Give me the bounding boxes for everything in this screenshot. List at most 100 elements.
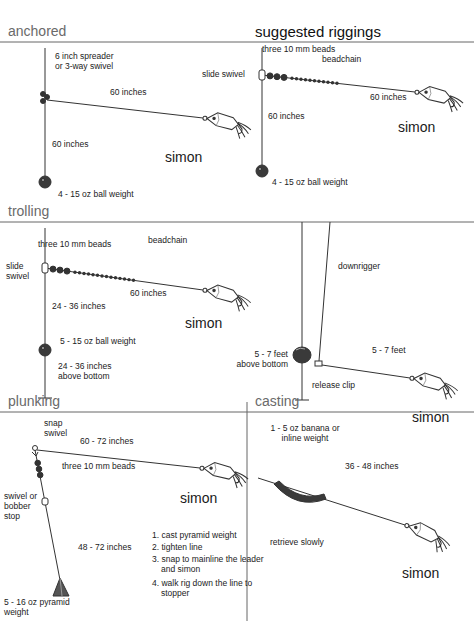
plunking-rig — [53, 578, 69, 596]
dimension-label: release clip — [312, 381, 355, 391]
dimension-label: 5 - 7 feet above bottom — [232, 350, 288, 370]
section-heading: plunking — [8, 394, 60, 408]
dimension-label: 5 - 7 feet — [372, 346, 406, 356]
trolling-slide-rig — [45, 268, 203, 290]
trolling-slide-rig — [57, 267, 63, 273]
anchored-spreader-rig — [45, 95, 50, 100]
downrigger-rig — [302, 222, 303, 347]
trolling-slide-rig — [38, 228, 252, 398]
dimension-label: 36 - 48 inches — [345, 462, 398, 472]
page-title: suggested riggings — [255, 24, 381, 39]
dimension-label: 60 inches — [268, 112, 304, 122]
plunking-rig — [37, 472, 43, 478]
plunking-rig — [32, 446, 249, 597]
trolling-slide-rig — [39, 344, 51, 356]
instruction-step: 2. tighten line — [152, 543, 203, 553]
plunking-rig — [198, 461, 249, 489]
instruction-step: 1. cast pyramid weight — [152, 531, 237, 541]
dimension-label: three 10 mm beads — [38, 240, 111, 250]
beadchain — [132, 279, 135, 282]
section-heading: anchored — [8, 24, 66, 38]
beadchain — [105, 275, 108, 278]
beadchain — [295, 77, 298, 80]
plunking-rig — [35, 460, 41, 466]
trolling-slide-rig — [201, 283, 253, 313]
beadchain — [290, 77, 338, 85]
anchored-slide-rig — [262, 75, 415, 92]
plunking-rig — [32, 452, 38, 456]
beadchain — [322, 80, 325, 83]
anchored-spreader-rig — [45, 48, 46, 176]
beadchain — [299, 78, 302, 81]
plunking-rig — [36, 466, 42, 472]
section-heading: casting — [255, 394, 299, 408]
downrigger-rig — [293, 222, 459, 401]
beadchain — [290, 77, 293, 80]
section-rule — [0, 42, 474, 43]
dimension-label: beadchain — [148, 236, 187, 246]
downrigger-rig — [322, 365, 410, 378]
anchored-slide-rig — [413, 85, 464, 113]
dimension-label: slide swivel — [6, 262, 36, 282]
beadchain — [96, 274, 99, 277]
lure-name: simon — [180, 491, 217, 505]
beadchain — [87, 272, 90, 275]
downrigger-rig — [302, 363, 303, 400]
dimension-label: snap swivel — [44, 419, 74, 439]
dimension-label: slide swivel — [202, 70, 245, 80]
trolling-slide-rig — [42, 263, 48, 273]
dimension-label: three 10 mm beads — [262, 45, 335, 55]
instruction-step: 3. snap to mainline the leader and simon — [152, 555, 265, 575]
beadchain — [326, 81, 329, 84]
anchored-spreader-rig — [39, 176, 51, 188]
lure-name: simon — [165, 150, 202, 164]
trolling-slide-rig — [50, 266, 56, 272]
casting-rig — [274, 481, 326, 502]
beadchain — [114, 276, 117, 279]
anchored-spreader-rig — [47, 100, 203, 118]
beadchain — [109, 275, 112, 278]
dimension-label: downrigger — [338, 262, 380, 272]
dimension-label: 5 - 15 oz ball weight — [60, 337, 136, 347]
dimension-label: 4 - 15 oz ball weight — [58, 190, 134, 200]
beadchain — [317, 80, 320, 83]
plunking-rig — [33, 446, 38, 451]
instruction-step: 4. walk rig down the line to stopper — [152, 579, 265, 599]
section-rule — [0, 42, 474, 621]
beadchain — [91, 273, 94, 276]
anchored-slide-rig — [256, 165, 268, 177]
plunking-rig — [42, 498, 48, 505]
casting-rig — [258, 478, 454, 555]
dimension-label: 60 inches — [110, 88, 146, 98]
dimension-label: 60 inches — [52, 140, 88, 150]
downrigger-rig — [293, 347, 311, 363]
beadchain — [82, 272, 85, 275]
beadchain — [335, 82, 338, 85]
dimension-label: 60 - 72 inches — [80, 437, 133, 447]
anchored-slide-rig — [267, 73, 273, 79]
anchored-slide-rig — [259, 70, 265, 80]
beadchain — [123, 277, 126, 280]
casting-rig — [400, 518, 454, 555]
lure-name: simon — [398, 120, 435, 134]
dimension-label: 24 - 36 inches — [52, 302, 105, 312]
beadchain — [304, 78, 307, 81]
plunking-rig — [35, 450, 60, 580]
dimension-label: 48 - 72 inches — [78, 543, 131, 553]
downrigger-rig — [296, 348, 305, 350]
lure-name: simon — [412, 410, 449, 424]
dimension-label: 60 inches — [370, 93, 406, 103]
anchored-spreader-rig — [39, 48, 252, 188]
beadchain — [313, 79, 316, 82]
anchored-spreader-rig — [201, 111, 252, 140]
dimension-label: 6 inch spreader or 3-way swivel — [55, 52, 123, 72]
section-rule — [247, 402, 248, 621]
casting-rig — [258, 478, 405, 525]
anchored-slide-rig — [274, 74, 280, 80]
beadchain — [73, 271, 135, 282]
dimension-label: 5 - 16 oz pyramid weight — [4, 598, 70, 618]
lure-name: simon — [185, 316, 222, 330]
anchored-slide-rig — [281, 74, 287, 80]
lure-name: simon — [402, 566, 439, 580]
beadchain — [100, 274, 103, 277]
